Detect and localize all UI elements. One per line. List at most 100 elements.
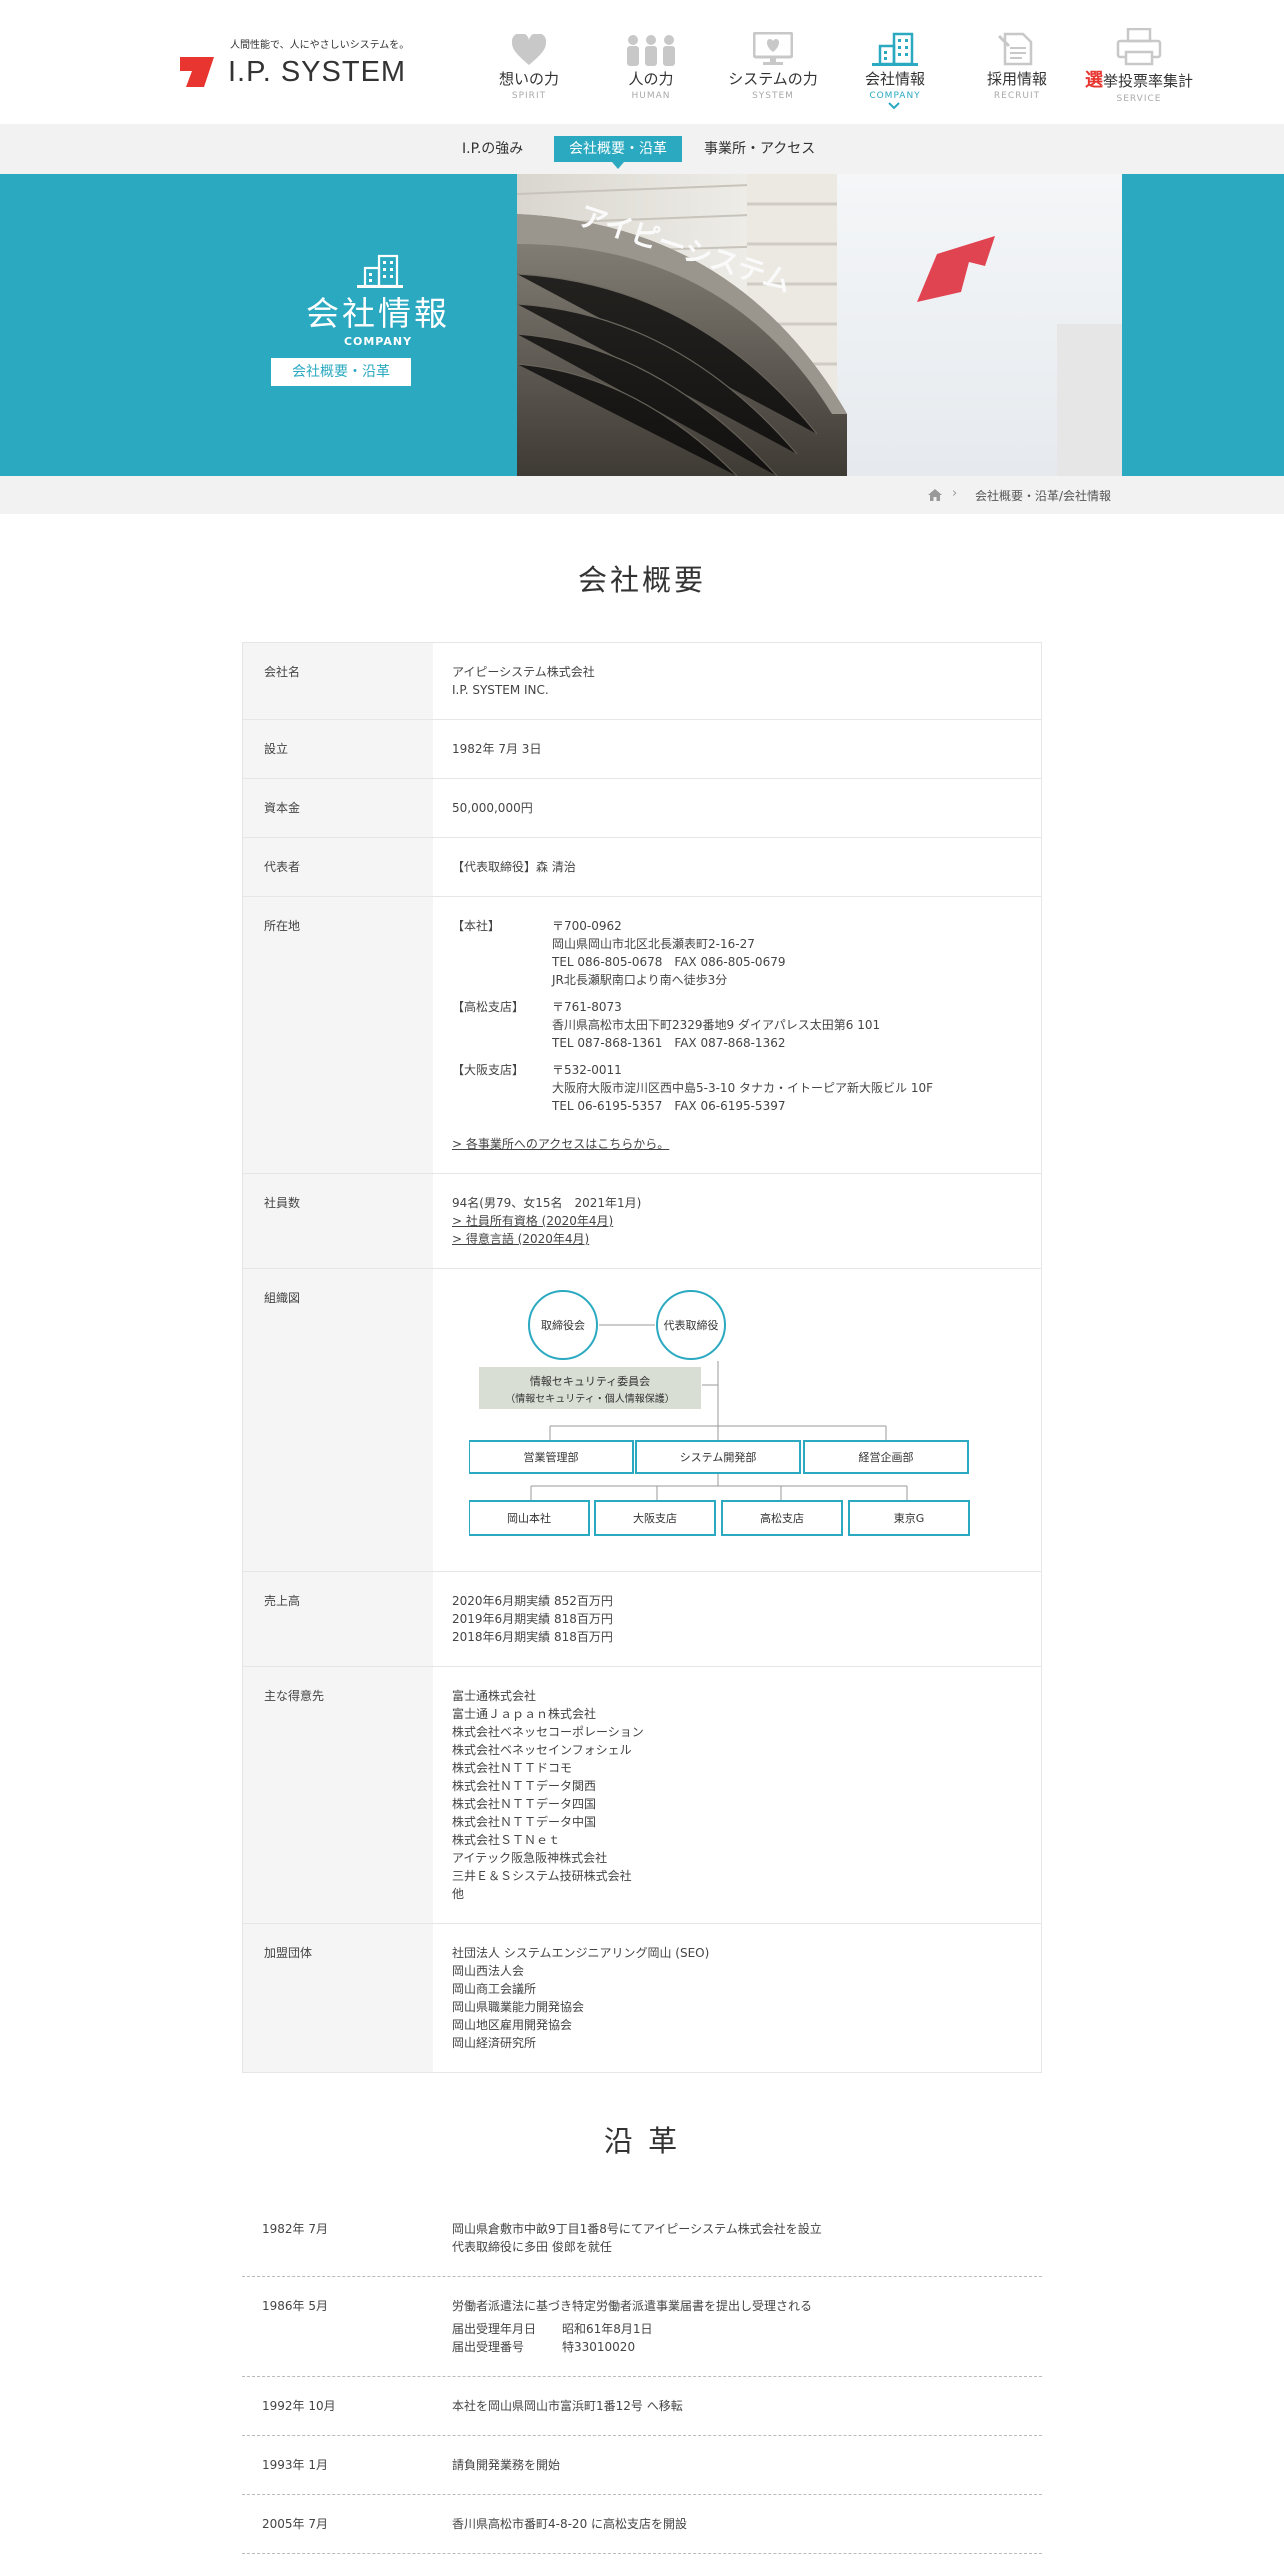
history-date: 1986年 5月 — [262, 2299, 328, 2313]
nav-item-company[interactable]: 会社情報 COMPANY — [834, 26, 956, 110]
org-node-dept — [635, 1440, 801, 1474]
site-logo[interactable]: 人間性能で、人にやさしいシステムを。 I.P. SYSTEM — [180, 36, 420, 96]
logo-mark-icon — [180, 57, 214, 87]
org-node-branch — [594, 1500, 716, 1536]
nav-label: 採用情報 — [986, 70, 1047, 88]
row-value: 【代表取締役】森 清治 — [452, 860, 576, 874]
qualifications-link[interactable]: > 社員所有資格 (2020年4月) — [452, 1214, 614, 1228]
nav-item-spirit[interactable]: 想いの力 SPIRIT — [468, 26, 590, 106]
org-label: システム開発部 — [680, 1450, 757, 1464]
logo-text: I.P. SYSTEM — [228, 56, 407, 88]
building-photo: アイピーシステム — [517, 174, 1122, 476]
home-icon[interactable] — [928, 489, 942, 501]
org-label: 取締役会 — [541, 1318, 585, 1332]
nav-item-human[interactable]: 人の力 HUMAN — [590, 26, 712, 106]
row-label: 加盟団体 — [243, 1924, 433, 2072]
history-row: 1992年 10月 本社を岡山県岡山市富浜町1番12号 へ移転 — [242, 2377, 1042, 2436]
org-label: 大阪支店 — [633, 1511, 677, 1525]
nav-sub: SERVICE — [1116, 94, 1162, 104]
row-label: 所在地 — [243, 897, 433, 1173]
history-date: 1992年 10月 — [262, 2399, 336, 2413]
hero-photo: アイピーシステム — [517, 174, 1122, 476]
row-value: アイピーシステム株式会社 I.P. SYSTEM INC. — [452, 665, 595, 697]
history-row: 1982年 7月 岡山県倉敷市中畝9丁目1番8号にてアイピーシステム株式会社を設… — [242, 2200, 1042, 2277]
senkyo-mark: 選 — [1084, 70, 1103, 91]
history-table: 1982年 7月 岡山県倉敷市中畝9丁目1番8号にてアイピーシステム株式会社を設… — [242, 2200, 1042, 2554]
hero-badge: 会社概要・沿革 — [271, 358, 411, 386]
nav-sub: RECRUIT — [993, 91, 1041, 101]
subnav-item-access[interactable]: 事業所・アクセス — [704, 141, 816, 157]
logo-tagline: 人間性能で、人にやさしいシステムを。 — [230, 40, 410, 51]
hero-title: 会社情報 — [306, 294, 450, 333]
history-row: 2005年 7月 香川県高松市番町4-8-20 に高松支店を開設 — [242, 2495, 1042, 2554]
org-node-branch — [721, 1500, 843, 1536]
history-text: 請負開発業務を開始 — [452, 2458, 561, 2472]
history-text: 香川県高松市番町4-8-20 に高松支店を開設 — [452, 2517, 688, 2531]
people-icon — [627, 35, 675, 66]
nav-sub: SYSTEM — [752, 91, 794, 101]
row-label: 社員数 — [243, 1174, 433, 1268]
nav-item-recruit[interactable]: 採用情報 RECRUIT — [956, 26, 1078, 106]
row-label: 売上高 — [243, 1572, 433, 1666]
history-row: 1993年 1月 請負開発業務を開始 — [242, 2436, 1042, 2495]
history-row: 1986年 5月 労働者派遣法に基づき特定労働者派遣事業届書を提出し受理される … — [242, 2277, 1042, 2377]
row-value: 社団法人 システムエンジニアリング岡山 (SEO) 岡山西法人会 岡山商工会議所… — [452, 1946, 710, 2050]
nav-label: システムの力 — [728, 70, 818, 88]
org-node-committee — [479, 1367, 701, 1409]
building-icon — [357, 254, 403, 288]
nav-sub: SPIRIT — [511, 91, 547, 101]
access-link[interactable]: > 各事業所へのアクセスはこちらから。 — [452, 1137, 670, 1151]
office-address: 【高松支店】 〒761-8073 香川県高松市太田下町2329番地9 ダイアパレ… — [452, 1000, 881, 1050]
row-label: 設立 — [243, 720, 433, 778]
org-label: 東京G — [894, 1511, 925, 1525]
subnav-item-strengths[interactable]: I.P.の強み — [462, 141, 524, 157]
history-text: 本社を岡山県岡山市富浜町1番12号 へ移転 — [452, 2399, 683, 2413]
languages-link[interactable]: > 得意言語 (2020年4月) — [452, 1232, 590, 1246]
row-value: 取締役会 代表取締役 情報セキュリティ委員会 （情報セキュリティ・個人情報保護）… — [433, 1269, 1041, 1571]
org-node-branch — [848, 1500, 970, 1536]
org-label: （情報セキュリティ・個人情報保護） — [505, 1392, 674, 1405]
row-value: 【本社】 〒700-0962 岡山県岡山市北区北長瀬表町2-16-27 TEL … — [433, 897, 1041, 1173]
breadcrumb-current: 会社概要・沿革/会社情報 — [975, 489, 1112, 503]
hero-subtitle: COMPANY — [343, 335, 413, 348]
document-icon — [997, 32, 1033, 66]
org-label: 経営企画部 — [859, 1450, 914, 1464]
nav-label: 選挙投票率集計 — [1084, 70, 1193, 91]
org-chart-diagram: 取締役会 代表取締役 情報セキュリティ委員会 （情報セキュリティ・個人情報保護）… — [469, 1290, 970, 1536]
table-row: 代表者 【代表取締役】森 清治 — [243, 838, 1041, 897]
org-chart: 取締役会 代表取締役 情報セキュリティ委員会 （情報セキュリティ・個人情報保護）… — [469, 1289, 989, 1551]
history-text: 労働者派遣法に基づき特定労働者派遣事業届書を提出し受理される 届出受理年月日昭和… — [452, 2299, 813, 2354]
row-value: 94名(男79、女15名 2021年1月) > 社員所有資格 (2020年4月)… — [433, 1174, 1041, 1268]
hero-caption: 会社情報 COMPANY 会社概要・沿革 — [240, 174, 516, 476]
nav-item-service[interactable]: 選挙投票率集計 SERVICE — [1078, 26, 1200, 106]
org-label: 情報セキュリティ委員会 — [530, 1375, 650, 1388]
org-node-board — [528, 1290, 598, 1360]
breadcrumb: › 会社概要・沿革/会社情報 — [0, 476, 1284, 514]
table-row: 社員数 94名(男79、女15名 2021年1月) > 社員所有資格 (2020… — [243, 1174, 1041, 1269]
table-row: 資本金 50,000,000円 — [243, 779, 1041, 838]
row-label: 主な得意先 — [243, 1667, 433, 1923]
row-label: 会社名 — [243, 643, 433, 719]
org-label: 営業管理部 — [524, 1450, 579, 1464]
org-node-branch — [469, 1500, 590, 1536]
printer-icon — [1116, 28, 1162, 66]
table-row: 売上高 2020年6月期実績 852百万円 2019年6月期実績 818百万円 … — [243, 1572, 1041, 1667]
table-row: 所在地 【本社】 〒700-0962 岡山県岡山市北区北長瀬表町2-16-27 … — [243, 897, 1041, 1174]
table-row: 主な得意先 富士通株式会社 富士通Ｊａｐａｎ株式会社 株式会社ベネッセコーポレー… — [243, 1667, 1041, 1924]
global-nav: 想いの力 SPIRIT 人の力 HUMAN — [468, 26, 1200, 110]
org-label: 高松支店 — [760, 1511, 804, 1525]
history-date: 2005年 7月 — [262, 2517, 328, 2531]
table-row: 設立 1982年 7月 3日 — [243, 720, 1041, 779]
nav-sub: COMPANY — [869, 91, 921, 101]
subnav-item-overview[interactable]: 会社概要・沿革 — [554, 136, 682, 169]
org-label: 代表取締役 — [664, 1318, 719, 1332]
chevron-down-icon — [888, 102, 900, 110]
nav-label: 会社情報 — [864, 70, 925, 88]
hero-banner: 会社情報 COMPANY 会社概要・沿革 アイピーシステム — [0, 174, 1284, 476]
row-label: 代表者 — [243, 838, 433, 896]
history-text: 岡山県倉敷市中畝9丁目1番8号にてアイピーシステム株式会社を設立 代表取締役に多… — [452, 2222, 822, 2254]
nav-item-system[interactable]: システムの力 SYSTEM — [712, 26, 834, 106]
office-address: 【大阪支店】 〒532-0011 大阪府大阪市淀川区西中島5-3-10 タナカ・… — [452, 1063, 934, 1113]
section-title-history: 沿 革 — [603, 2124, 681, 2158]
nav-label: 想いの力 — [498, 70, 559, 88]
